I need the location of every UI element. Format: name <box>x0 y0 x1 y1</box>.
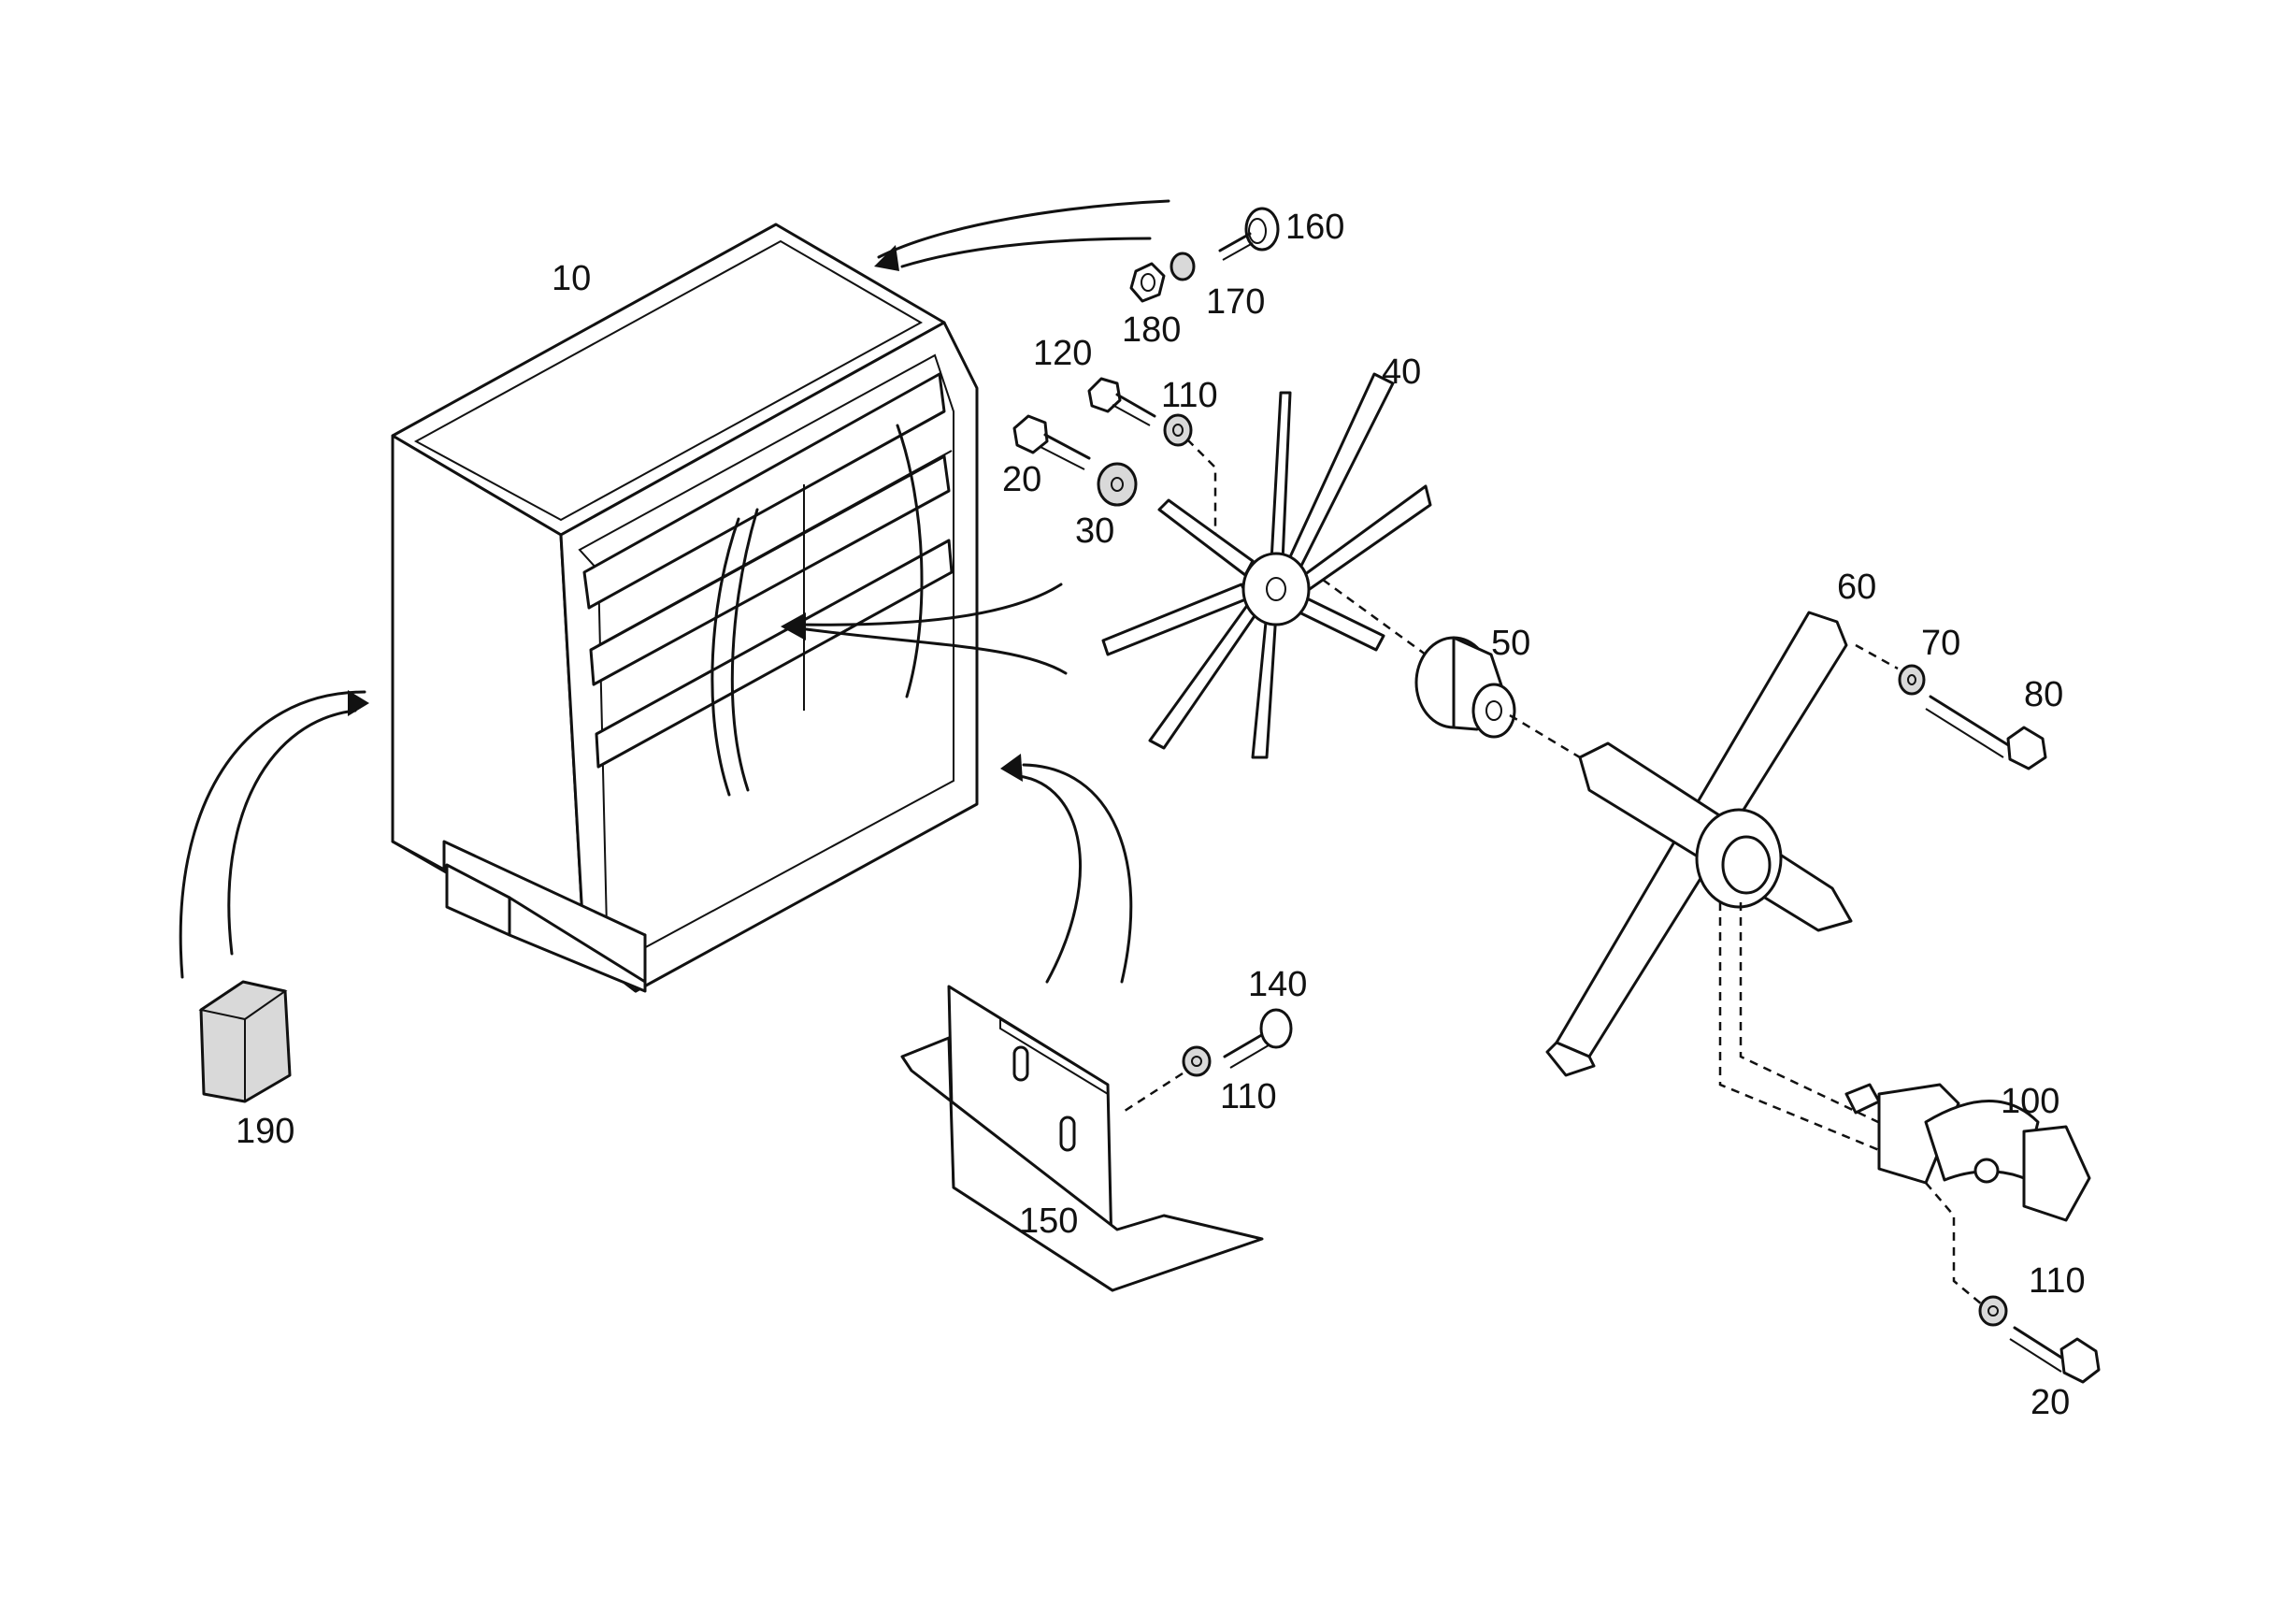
label-60: 60 <box>1837 568 1876 607</box>
label-140: 140 <box>1248 965 1307 1004</box>
bracket-60 <box>1545 611 1853 1077</box>
bolt-140 <box>1223 1008 1293 1069</box>
label-80: 80 <box>2024 675 2063 714</box>
block-190 <box>198 980 292 1103</box>
label-70: 70 <box>1921 624 1960 663</box>
washer-30 <box>1097 462 1138 507</box>
label-160: 160 <box>1285 208 1344 247</box>
label-50: 50 <box>1491 624 1530 663</box>
part-labels: 10 160 170 180 120 110 40 20 30 50 60 70… <box>236 208 2086 1422</box>
label-110-upper: 110 <box>1161 376 1218 415</box>
washer-110-lower <box>1978 1295 2008 1327</box>
fan-40 <box>1101 372 1432 759</box>
label-190: 190 <box>236 1112 294 1151</box>
label-110-lower: 110 <box>2029 1261 2086 1301</box>
mounting-plate-150 <box>900 985 1264 1292</box>
label-120: 120 <box>1033 334 1092 373</box>
bolt-120 <box>1087 377 1156 426</box>
bolt-20-lower <box>2009 1326 2101 1384</box>
assembly-arrows <box>179 199 1170 984</box>
label-150: 150 <box>1019 1202 1078 1241</box>
label-20-lower: 20 <box>2031 1383 2070 1422</box>
bolt-80 <box>1925 695 2047 770</box>
label-100: 100 <box>2001 1082 2059 1121</box>
motor-100 <box>1718 902 2091 1305</box>
washer-70 <box>1898 664 1926 696</box>
washer-170 <box>1170 252 1196 281</box>
label-10: 10 <box>552 259 591 298</box>
label-170: 170 <box>1206 282 1265 322</box>
radiator-housing <box>391 223 979 993</box>
bolt-160 <box>1218 207 1280 261</box>
label-40: 40 <box>1382 353 1421 392</box>
label-30: 30 <box>1075 511 1114 551</box>
label-20-upper: 20 <box>1002 460 1041 499</box>
washer-110-upper <box>1163 413 1193 447</box>
bolt-20-upper <box>1012 414 1091 470</box>
hub-50 <box>1322 578 1581 759</box>
washer-110-middle <box>1182 1045 1212 1077</box>
label-180: 180 <box>1122 310 1181 350</box>
nut-180 <box>1129 262 1166 303</box>
label-110-middle: 110 <box>1220 1077 1277 1116</box>
